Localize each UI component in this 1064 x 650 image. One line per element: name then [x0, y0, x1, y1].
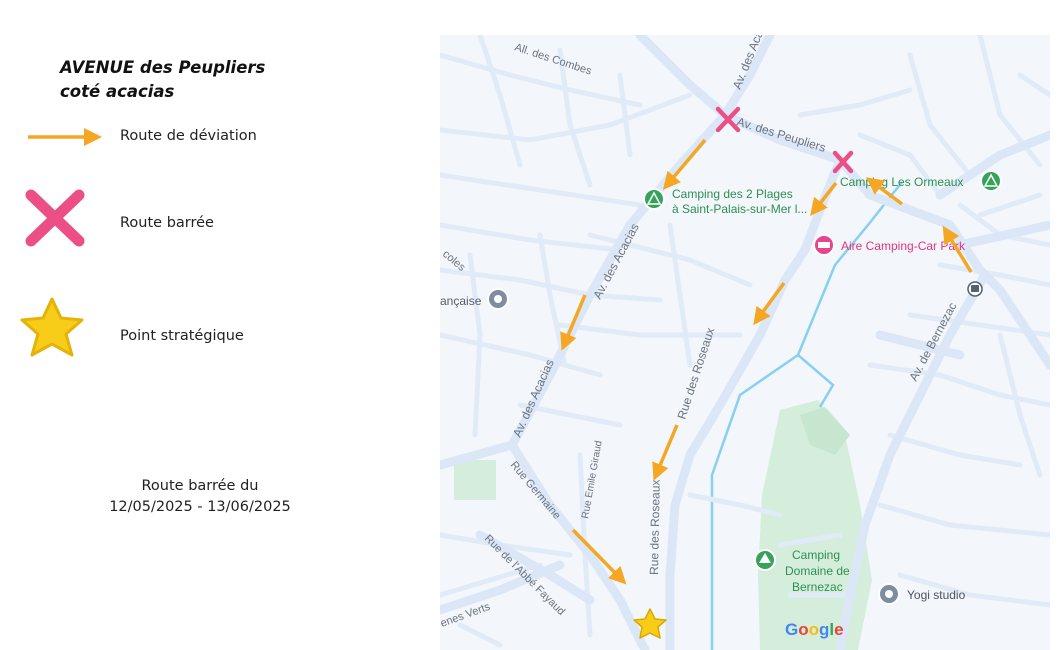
legend-label-closed: Route barrée: [120, 215, 214, 231]
detour-arrow-7: [865, 177, 904, 206]
closure-period: Route barrée du 12/05/2025 - 13/06/2025: [80, 476, 320, 518]
detour-arrow-6: [942, 225, 973, 273]
poi-camping-2-plages[interactable]: Camping des 2 Plages à Saint-Palais-sur-…: [643, 187, 807, 216]
map-canvas[interactable]: All. des Combes Av. des Acacias Av. des …: [440, 35, 1050, 650]
closure-label: Route barrée du: [141, 478, 259, 494]
road-closure-2: [832, 150, 854, 174]
poi-label-bernezac-2: Domaine de: [785, 564, 850, 578]
orange-arrow-icon: [28, 128, 102, 146]
legend-label-deviation: Route de déviation: [120, 128, 257, 144]
poi-label-camping-2-plages-2: à Saint-Palais-sur-Mer l...: [672, 202, 807, 216]
legend-title-line1: AVENUE des Peupliers: [60, 58, 266, 77]
legend-title-line2: coté acacias: [60, 82, 175, 101]
google-logo: Google: [785, 620, 844, 639]
poi-francaise[interactable]: ançaise: [440, 288, 509, 310]
poi-label-camping-2-plages-1: Camping des 2 Plages: [672, 187, 793, 201]
detour-arrow-4: [753, 281, 786, 326]
water-canal: [710, 181, 903, 650]
yellow-star-icon: [20, 297, 84, 357]
street-map[interactable]: All. des Combes Av. des Acacias Av. des …: [440, 35, 1050, 650]
legend-panel: AVENUE des Peupliers coté acacias Route …: [0, 0, 440, 650]
pink-cross-icon: [25, 189, 85, 247]
poi-label-yogi: Yogi studio: [907, 588, 966, 602]
detour-arrow-8: [571, 528, 627, 585]
closure-dates: 12/05/2025 - 13/06/2025: [109, 499, 291, 515]
poi-label-bernezac-1: Camping: [792, 548, 840, 562]
poi-yogi-studio[interactable]: Yogi studio: [878, 583, 966, 605]
poi-label-camping-ormeaux: Camping Les Ormeaux: [840, 175, 963, 189]
poi-label-bernezac-3: Bernezac: [792, 580, 843, 594]
poi-bus-stop[interactable]: [967, 281, 983, 297]
detour-arrows: [560, 138, 973, 585]
legend-label-strategic: Point stratégique: [120, 328, 244, 344]
strategic-point-star[interactable]: [633, 608, 667, 639]
poi-label-francaise: ançaise: [440, 294, 482, 308]
street-label-roseaux-low: Rue des Roseaux: [647, 479, 663, 575]
poi-camping-bernezac[interactable]: Camping Domaine de Bernezac: [754, 548, 850, 594]
detour-arrow-1: [662, 138, 707, 190]
detour-arrow-5: [652, 424, 679, 481]
park-area: [454, 400, 872, 650]
detour-arrow-3: [810, 181, 838, 216]
detour-arrow-2: [560, 294, 587, 351]
main-roads: [440, 35, 1050, 650]
road-closure-1: [715, 106, 741, 133]
poi-label-aire: Aire Camping-Car Park: [841, 239, 966, 253]
legend-title: AVENUE des Peupliers coté acacias: [60, 56, 265, 104]
poi-aire-camping-car[interactable]: Aire Camping-Car Park: [813, 234, 966, 256]
